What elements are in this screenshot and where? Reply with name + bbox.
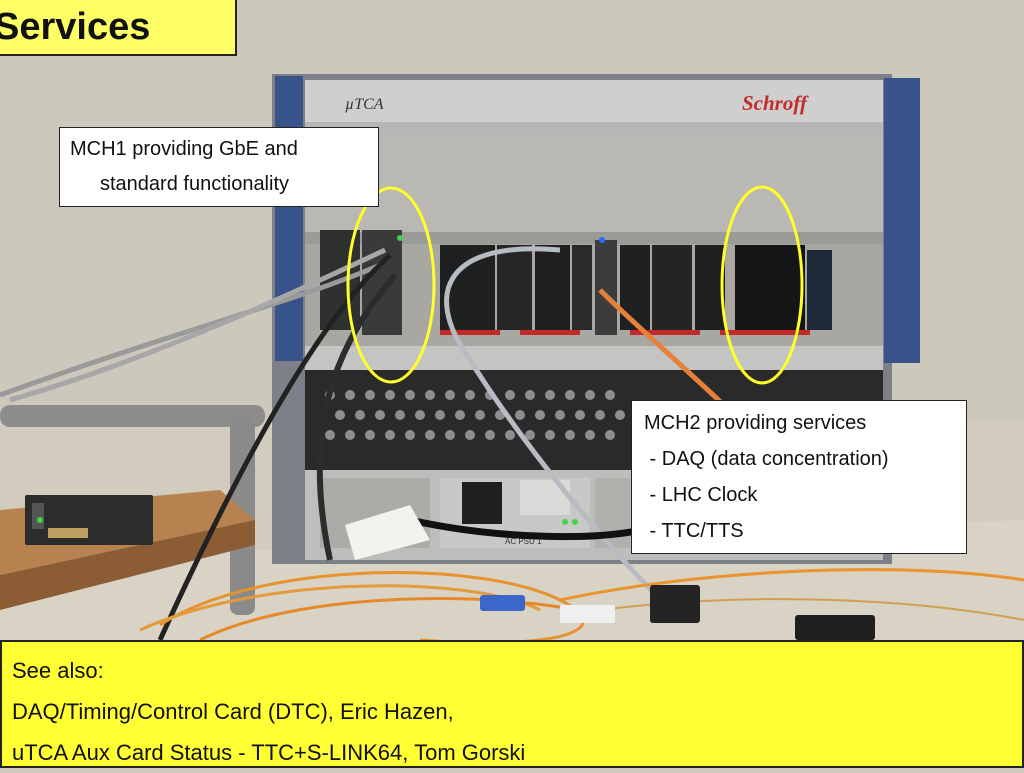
mch1-callout: MCH1 providing GbE and standard function… xyxy=(59,127,379,207)
mch2-callout-line4: - TTC/TTS xyxy=(644,520,744,542)
see-also-box: See also: DAQ/Timing/Control Card (DTC),… xyxy=(0,640,1024,768)
mch2-callout-line2: - DAQ (data concentration) xyxy=(644,448,889,470)
slide-title-box: Services xyxy=(0,0,237,56)
see-also-reference-aux-card[interactable]: uTCA Aux Card Status - TTC+S-LINK64, Tom… xyxy=(12,740,526,765)
mch2-callout: MCH2 providing services - DAQ (data conc… xyxy=(631,400,967,554)
crate-brand-utca: µTCA xyxy=(345,96,384,113)
mch2-callout-line1: MCH2 providing services xyxy=(644,412,867,434)
psu-label: AC PSU 1 xyxy=(505,537,542,546)
see-also-heading: See also: xyxy=(12,658,104,683)
mch1-callout-line2: standard functionality xyxy=(100,173,290,195)
mch1-callout-line1: MCH1 providing GbE and xyxy=(70,138,298,160)
slide-title: Services xyxy=(0,6,151,48)
mch2-callout-line3: - LHC Clock xyxy=(644,484,758,506)
crate-brand-schroff: Schroff xyxy=(742,91,809,115)
see-also-reference-dtc[interactable]: DAQ/Timing/Control Card (DTC), Eric Haze… xyxy=(12,699,454,724)
